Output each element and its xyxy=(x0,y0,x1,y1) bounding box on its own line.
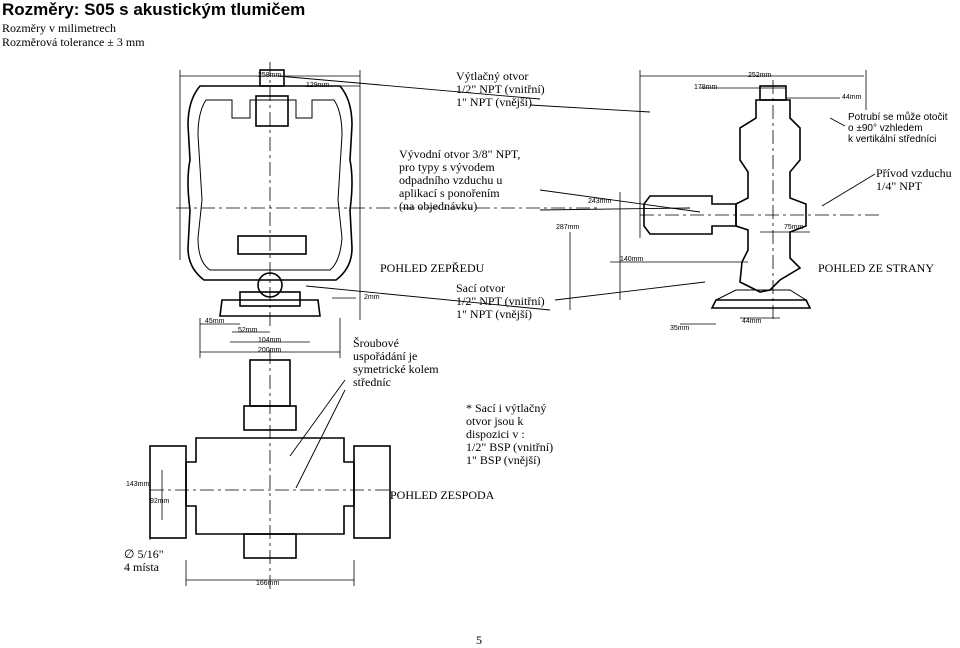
dim-143: 143mm xyxy=(126,481,150,488)
dim-75: 75mm xyxy=(784,224,804,231)
front-view-drawing xyxy=(176,62,600,330)
dim-200: 200mm xyxy=(258,347,282,354)
page-title: Rozměry: S05 s akustickým tlumičem xyxy=(2,0,306,19)
dim-258: 258mm xyxy=(258,72,282,79)
dim-129: 129mm xyxy=(306,82,330,89)
dim-243: 243mm xyxy=(588,198,612,205)
dim-178: 178mm xyxy=(694,84,718,91)
dim-287: 287mm xyxy=(556,224,580,231)
side-view-drawing xyxy=(640,80,880,320)
dim-44-top: 44mm xyxy=(842,94,862,101)
dim-252: 252mm xyxy=(748,72,772,79)
air-inlet-label: Přívod vzduchu 1/4" NPT xyxy=(876,166,952,193)
page-number: 5 xyxy=(476,633,482,647)
dim-44-bottom: 44mm xyxy=(742,318,762,325)
bottom-view-title: POHLED ZESPODA xyxy=(390,488,495,502)
dim-35: 35mm xyxy=(670,325,690,332)
bottom-view-drawing xyxy=(149,350,391,590)
discharge-port-label: Výtlačný otvor 1/2" NPT (vnitřní) 1" NPT… xyxy=(456,69,545,109)
dim-45: 45mm xyxy=(205,318,225,325)
front-view-title: POHLED ZEPŘEDU xyxy=(380,261,485,275)
bsp-availability-note: * Sací i výtlačný otvor jsou k dispozici… xyxy=(466,401,554,467)
bolt-pattern-label: Šroubové uspořádání je symetrické kolem … xyxy=(353,336,439,389)
units-note: Rozměry v milimetrech xyxy=(2,21,116,35)
dim-2: 2mm xyxy=(364,294,380,301)
exhaust-port-label: Vývodní otvor 3/8" NPT, pro typy s vývod… xyxy=(399,147,521,213)
dim-104: 104mm xyxy=(258,337,282,344)
dim-140: 140mm xyxy=(620,256,644,263)
dim-166: 166mm xyxy=(256,580,280,587)
tolerance-note: Rozměrová tolerance ± 3 mm xyxy=(2,35,145,49)
rotation-note: Potrubí se může otočit o ±90° vzhledem k… xyxy=(848,112,948,145)
suction-port-label: Sací otvor 1/2" NPT (vnitřní) 1" NPT (vn… xyxy=(456,281,545,321)
side-view-title: POHLED ZE STRANY xyxy=(818,261,934,275)
mounting-holes-label: ∅ 5/16" 4 místa xyxy=(124,547,164,574)
dim-92: 92mm xyxy=(150,498,170,505)
diameter-icon: ∅ xyxy=(124,547,135,561)
dim-52: 52mm xyxy=(238,327,258,334)
